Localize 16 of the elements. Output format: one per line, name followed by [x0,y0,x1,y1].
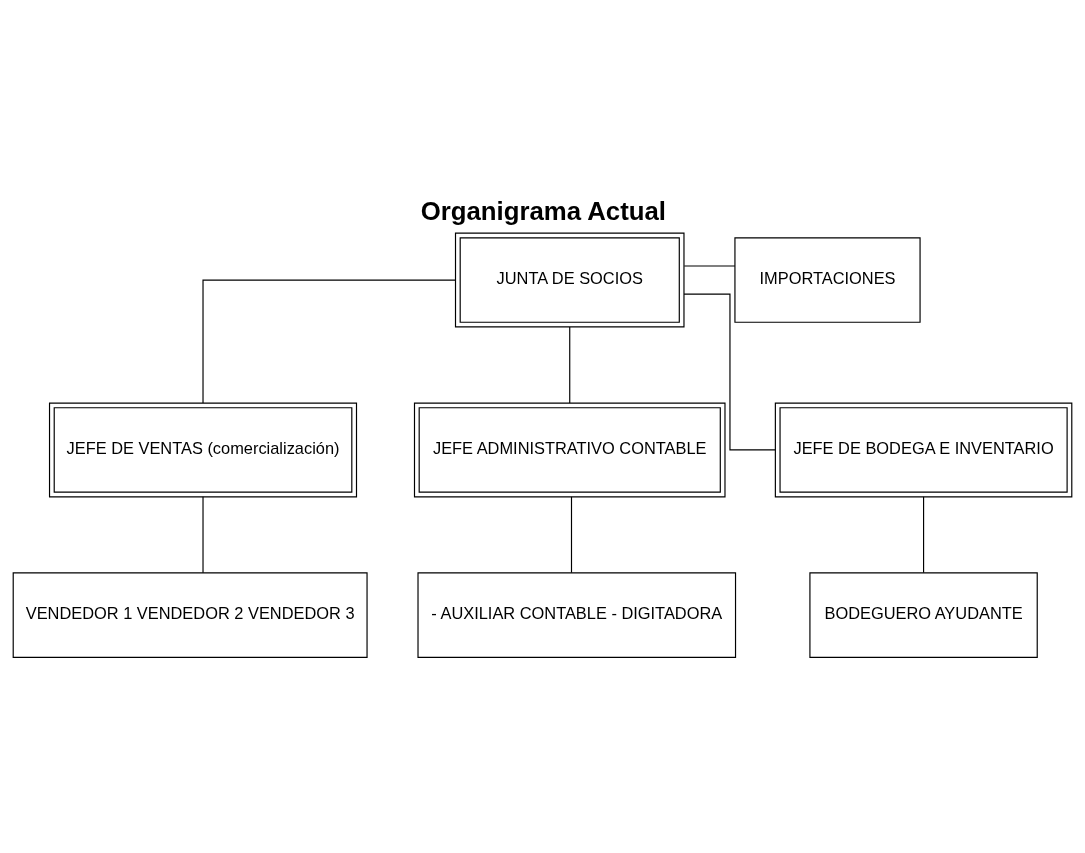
connector [923,496,925,574]
node-box: JEFE DE BODEGA E INVENTARIO [774,402,1073,498]
connector [570,496,573,574]
connector [202,496,204,574]
node-box: - AUXILIAR CONTABLE - DIGITADORA [417,572,737,658]
connector [683,265,736,267]
node-box: BODEGUERO AYUDANTE [809,572,1038,658]
diagram-title: Organigrama Actual [420,196,666,225]
connector [683,293,776,451]
node-box: VENDEDOR 1 VENDEDOR 2 VENDEDOR 3 [12,572,368,658]
node-box: IMPORTACIONES [734,237,921,323]
node-box: JUNTA DE SOCIOS [454,232,685,328]
connector [569,326,571,404]
node-box: JEFE DE VENTAS (comercialización) [48,402,358,498]
node-box: JEFE ADMINISTRATIVO CONTABLE [413,402,726,498]
connector [202,279,456,404]
